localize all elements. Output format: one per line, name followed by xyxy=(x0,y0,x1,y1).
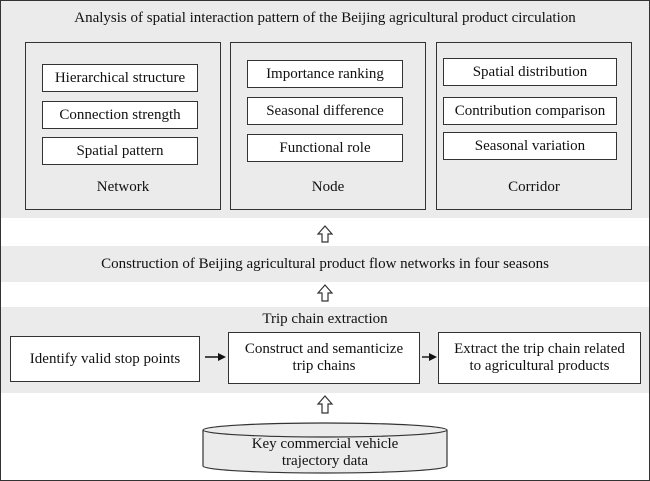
trajectory-data-line1: Key commercial vehicle xyxy=(251,436,399,452)
analysis-title: Analysis of spatial interaction pattern … xyxy=(74,10,576,26)
up-arrow-icon xyxy=(316,225,334,243)
right-arrow-icon xyxy=(205,353,226,361)
database-cylinder-icon xyxy=(202,422,448,474)
extract-trip-chain-line1: Extract the trip chain related xyxy=(454,341,625,357)
node-item-importance-ranking: Importance ranking xyxy=(247,60,403,88)
node-panel: Importance ranking Seasonal difference F… xyxy=(230,42,426,210)
network-panel: Hierarchical structure Connection streng… xyxy=(25,42,221,210)
analysis-section: Analysis of spatial interaction pattern … xyxy=(1,1,649,218)
corridor-item-contribution-comparison: Contribution comparison xyxy=(443,97,617,125)
corridor-panel: Spatial distribution Contribution compar… xyxy=(436,42,632,210)
node-label: Node xyxy=(311,179,345,195)
extract-trip-chain-line2: to agricultural products xyxy=(469,358,610,374)
trajectory-data-line2: trajectory data xyxy=(281,453,369,469)
trip-chain-title: Trip chain extraction xyxy=(262,311,388,327)
construct-trip-chains-line1: Construct and semanticize xyxy=(244,341,404,357)
node-item-seasonal-difference: Seasonal difference xyxy=(247,97,403,125)
up-arrow-icon xyxy=(316,284,334,302)
up-arrow-icon xyxy=(316,395,334,414)
corridor-item-seasonal-variation: Seasonal variation xyxy=(443,132,617,160)
network-label: Network xyxy=(96,179,150,195)
network-item-spatial-pattern: Spatial pattern xyxy=(42,137,198,165)
network-item-connection-strength: Connection strength xyxy=(42,101,198,129)
node-item-functional-role: Functional role xyxy=(247,134,403,162)
trajectory-data-label: Key commercial vehicle trajectory data xyxy=(203,436,447,470)
construction-section: Construction of Beijing agricultural pro… xyxy=(1,246,649,282)
network-item-hierarchical-structure: Hierarchical structure xyxy=(42,64,198,92)
identify-stop-points-box: Identify valid stop points xyxy=(10,336,200,382)
construct-trip-chains-line2: trip chains xyxy=(292,358,356,374)
corridor-label: Corridor xyxy=(508,179,560,195)
construction-title: Construction of Beijing agricultural pro… xyxy=(101,256,549,272)
identify-stop-points-text: Identify valid stop points xyxy=(29,350,181,367)
corridor-item-spatial-distribution: Spatial distribution xyxy=(443,58,617,86)
right-arrow-icon xyxy=(422,353,437,361)
